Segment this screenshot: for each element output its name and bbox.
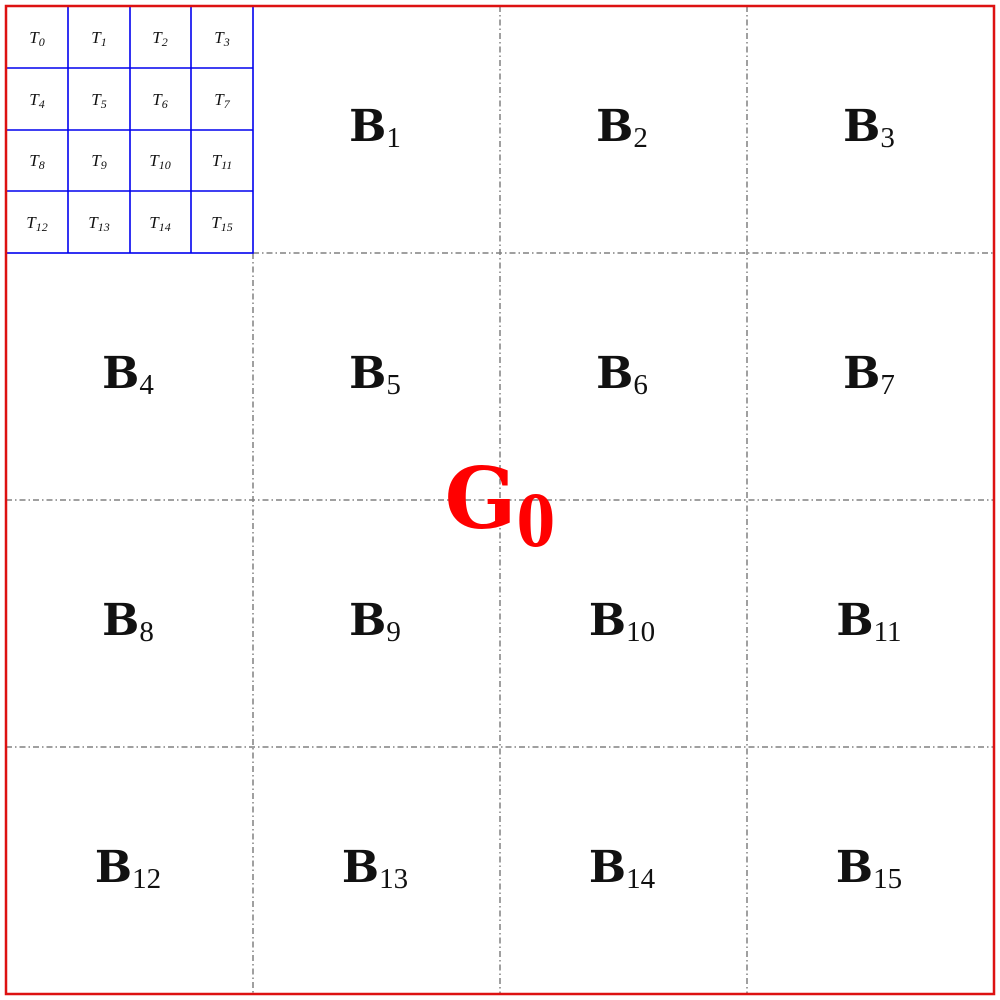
block-label-5: B5 xyxy=(349,348,401,401)
thread-label-5: T5 xyxy=(91,90,106,111)
block-label-2: B2 xyxy=(596,101,648,154)
thread-label-0: T0 xyxy=(29,28,44,49)
block-label-6: B6 xyxy=(596,348,648,401)
thread-label-2: T2 xyxy=(152,28,167,49)
thread-label-13: T13 xyxy=(88,213,109,234)
thread-label-11: T11 xyxy=(212,151,233,172)
thread-label-14: T14 xyxy=(149,213,170,234)
grid-label: G0 xyxy=(445,449,556,563)
block-label-8: B8 xyxy=(102,595,154,648)
thread-label-7: T7 xyxy=(214,90,230,111)
thread-label-1: T1 xyxy=(91,28,106,49)
block-label-7: B7 xyxy=(843,348,895,401)
block-label-10: B10 xyxy=(589,595,655,648)
thread-label-9: T9 xyxy=(91,151,106,172)
block-label-3: B3 xyxy=(843,101,895,154)
block-label-15: B15 xyxy=(836,842,902,895)
block-label-1: B1 xyxy=(349,101,401,154)
block-label-13: B13 xyxy=(342,842,408,895)
block-label-4: B4 xyxy=(102,348,154,401)
thread-label-10: T10 xyxy=(149,151,170,172)
thread-label-4: T4 xyxy=(29,90,44,111)
block-dividers xyxy=(6,6,994,994)
block-label-14: B14 xyxy=(589,842,656,895)
grid-border xyxy=(4,4,996,996)
block-label-12: B12 xyxy=(95,842,161,895)
thread-label-12: T12 xyxy=(26,213,47,234)
block-label-9: B9 xyxy=(349,595,401,648)
thread-label-8: T8 xyxy=(29,151,44,172)
thread-label-15: T15 xyxy=(211,213,232,234)
thread-label-6: T6 xyxy=(152,90,167,111)
thread-label-3: T3 xyxy=(214,28,229,49)
block-label-11: B11 xyxy=(836,595,901,648)
